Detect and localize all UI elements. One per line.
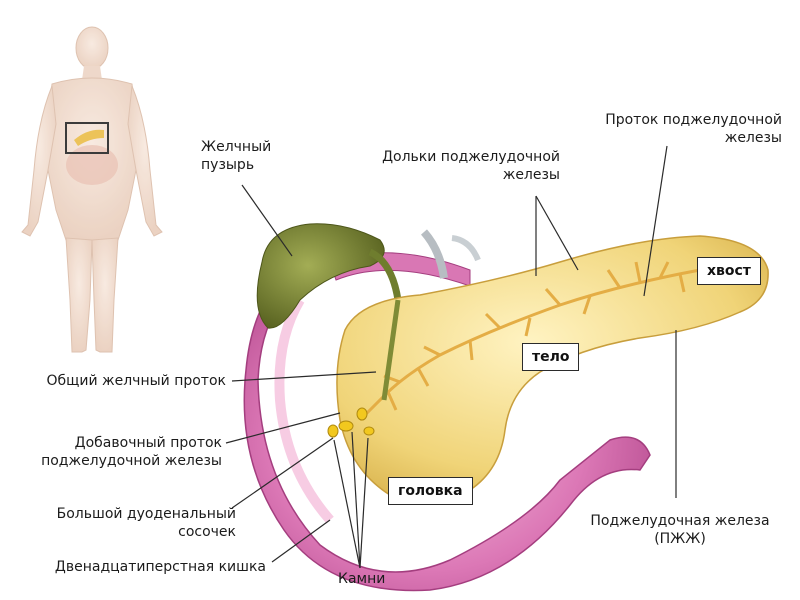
label-accessory-duct-line1: Добавочный проток: [74, 435, 222, 451]
label-papilla-line1: Большой дуоденальный: [56, 506, 236, 522]
label-gallbladder-line2: пузырь: [201, 157, 255, 173]
label-pancreatic-duct-line2: железы: [724, 130, 782, 146]
label-pancreas: Поджелудочная железа (ПЖЖ): [560, 512, 800, 548]
label-pancreatic-duct-line1: Проток поджелудочной: [605, 112, 782, 128]
label-accessory-duct-line2: поджелудочной железы: [41, 453, 222, 469]
region-body: тело: [522, 343, 580, 371]
region-tail: хвост: [697, 257, 761, 285]
leader-lines: [225, 145, 677, 569]
label-lobules: Дольки поджелудочной железы: [368, 148, 560, 184]
label-gallbladder: Желчный пузырь: [201, 138, 271, 174]
label-stones: Камни: [338, 571, 386, 587]
label-accessory-duct: Добавочный проток поджелудочной железы: [24, 434, 222, 470]
label-gallbladder-line1: Желчный: [201, 139, 272, 155]
label-duodenum: Двенадцатиперстная кишка: [54, 559, 266, 575]
highlight-box: [65, 122, 109, 154]
stones: [327, 407, 375, 438]
label-common-bile-duct: Общий желчный проток: [46, 373, 226, 389]
region-head: головка: [388, 477, 473, 505]
label-pancreatic-duct: Проток поджелудочной железы: [586, 111, 782, 147]
gallbladder-shape: [256, 223, 385, 329]
human-body-figure: [21, 26, 163, 353]
label-lobules-line2: железы: [502, 167, 560, 183]
label-lobules-line1: Дольки поджелудочной: [382, 149, 560, 165]
label-pancreas-line2: (ПЖЖ): [654, 531, 706, 547]
label-papilla-line2: сосочек: [178, 524, 236, 540]
label-papilla: Большой дуоденальный сосочек: [30, 505, 236, 541]
label-pancreas-line1: Поджелудочная железа: [590, 513, 770, 529]
